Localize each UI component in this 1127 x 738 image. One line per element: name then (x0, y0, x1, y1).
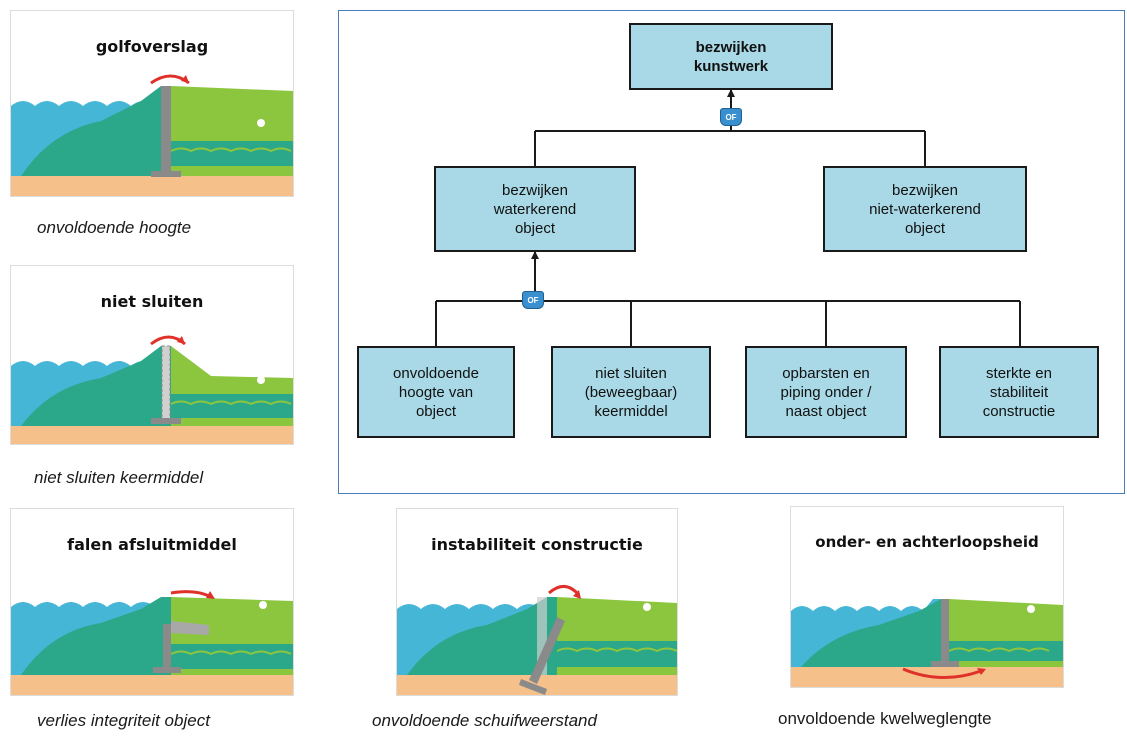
panel-falen-afsluitmiddel: falen afsluitmiddel (10, 508, 294, 696)
niet-sluiten-illustration (11, 335, 293, 444)
falen-afsluitmiddel-illustration (11, 590, 293, 695)
golfoverslag-illustration (11, 74, 293, 196)
caption-golfoverslag: onvoldoende hoogte (37, 218, 192, 237)
panel-title: instabiliteit constructie (431, 535, 643, 554)
node-bezwijken-niet-waterkerend: bezwijken niet-waterkerend object (823, 166, 1027, 252)
caption-onderloopsheid: onvoldoende kwelweglengte (778, 709, 992, 728)
node-sterkte-stabiliteit: sterkte en stabiliteit constructie (939, 346, 1099, 438)
node-opbarsten-piping: opbarsten en piping onder / naast object (745, 346, 907, 438)
panel-niet-sluiten: niet sluiten (10, 265, 294, 445)
panel-onderloopsheid: onder- en achterloopsheid (790, 506, 1064, 688)
node-bezwijken-kunstwerk: bezwijken kunstwerk (629, 23, 833, 90)
instabiliteit-constructie-illustration (397, 585, 677, 695)
panel-golfoverslag: golfoverslag (10, 10, 294, 197)
panel-title: golfoverslag (95, 37, 209, 56)
panel-title: falen afsluitmiddel (67, 535, 237, 554)
or-gate-top: OF (720, 108, 742, 126)
node-onvoldoende-hoogte: onvoldoende hoogte van object (357, 346, 515, 438)
onderloopsheid-illustration (791, 599, 1063, 687)
caption-instabiliteit-constructie: onvoldoende schuifweerstand (372, 711, 597, 730)
caption-niet-sluiten: niet sluiten keermiddel (34, 468, 204, 487)
panel-instabiliteit-constructie: instabiliteit constructie (396, 508, 678, 696)
or-gate-left: OF (522, 291, 544, 309)
panel-title: onder- en achterloopsheid (815, 533, 1039, 551)
node-bezwijken-waterkerend: bezwijken waterkerend object (434, 166, 636, 252)
node-niet-sluiten: niet sluiten (beweegbaar) keermiddel (551, 346, 711, 438)
fault-tree-frame: bezwijken kunstwerk OF bezwijken waterke… (338, 10, 1125, 494)
panel-title: niet sluiten (100, 292, 204, 311)
caption-falen-afsluitmiddel: verlies integriteit object (37, 711, 210, 730)
